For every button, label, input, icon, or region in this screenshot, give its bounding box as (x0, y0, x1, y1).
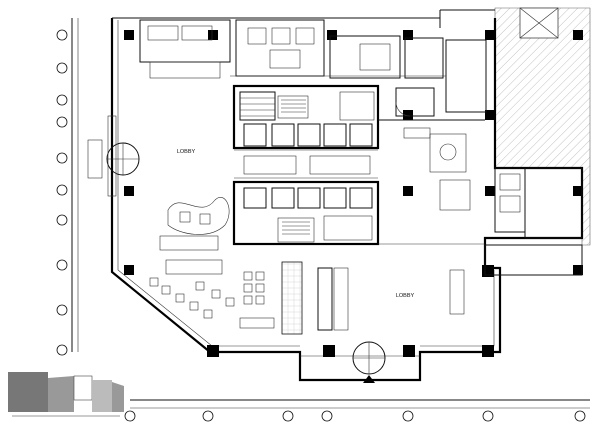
bottom-dimension-line (130, 399, 590, 409)
row-tag-3 (56, 116, 68, 128)
east-lobby-lounge (378, 119, 485, 315)
row-tag-2 (56, 94, 68, 106)
elevator-lobby-between (243, 155, 371, 175)
row-tag-6 (56, 214, 68, 226)
row-tag-4 (56, 152, 68, 164)
entrance-arrow-icon (363, 375, 375, 383)
revolving-door-west (87, 115, 140, 197)
stair-core (239, 91, 315, 243)
row-tag-5 (56, 184, 68, 196)
column-tag-6 (574, 410, 586, 422)
row-grid-tags (56, 29, 68, 356)
column-tag-5 (482, 410, 494, 422)
row-tag-0 (56, 29, 68, 41)
column-tag-1 (202, 410, 214, 422)
column-tag-3 (321, 410, 333, 422)
revolving-door-south (352, 341, 386, 383)
row-tag-9 (56, 344, 68, 356)
east-lobby-label: LOBBY (396, 293, 415, 299)
east-service-rooms (484, 167, 583, 276)
column-tag-0 (124, 410, 136, 422)
row-tag-7 (56, 259, 68, 271)
key-plan-thumbnail (8, 372, 124, 417)
exterior-hatch-zone (494, 7, 591, 246)
elevator-core-upper (232, 84, 380, 151)
column-tag-4 (402, 410, 414, 422)
central-feature-planters (281, 261, 349, 335)
left-grid-axis (71, 18, 79, 352)
west-lobby-label: LOBBY (177, 149, 196, 155)
row-tag-8 (56, 304, 68, 316)
top-service-block (139, 19, 487, 117)
elevator-core-lower (232, 177, 380, 246)
west-lobby-furniture (149, 197, 275, 329)
row-tag-1 (56, 62, 68, 74)
column-grid-tags (124, 410, 586, 422)
column-tag-2 (282, 410, 294, 422)
